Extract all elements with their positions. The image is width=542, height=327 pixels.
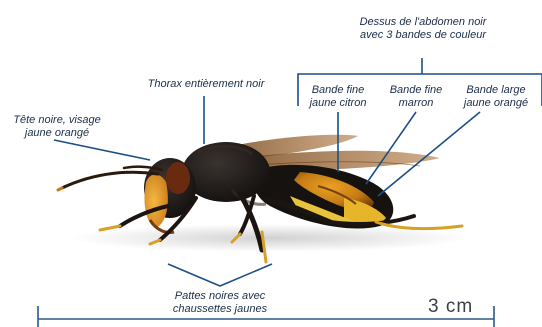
legs-label: Pattes noires avec chaussettes jaunes <box>160 290 280 316</box>
abdomen-top-line-1: Dessus de l'abdomen noir <box>340 16 506 29</box>
thorax-label: Thorax entièrement noir <box>138 78 274 91</box>
head-label: Tête noire, visage jaune orangé <box>2 114 112 140</box>
head <box>144 158 196 233</box>
band-citron-label: Bande fine jaune citron <box>300 84 376 110</box>
scale-label: 3 cm <box>428 296 473 318</box>
legs-bracket <box>168 264 272 286</box>
abdomen-top-label: Dessus de l'abdomen noir avec 3 bandes d… <box>340 16 506 42</box>
band-marron-pointer <box>366 112 416 184</box>
band-marron-label: Bande fine marron <box>382 84 450 110</box>
band-large-label: Bande large jaune orangé <box>454 84 538 110</box>
head-pointer <box>54 140 150 160</box>
abdomen-top-line-2: avec 3 bandes de couleur <box>340 29 506 42</box>
